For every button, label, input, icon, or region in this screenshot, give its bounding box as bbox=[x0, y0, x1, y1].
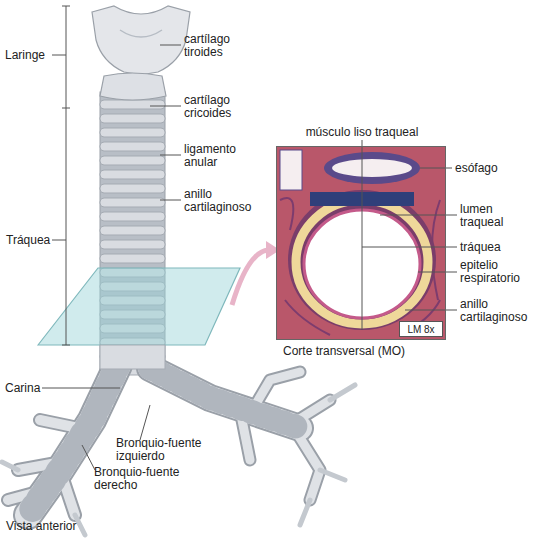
part-label: ligamento anular bbox=[184, 143, 254, 169]
cartilage-ring bbox=[100, 184, 165, 193]
micrograph-inset: Corte transversal (MO)LM 8x bbox=[276, 146, 446, 340]
part-label: cartílago cricoides bbox=[184, 94, 248, 120]
inset-caption: Corte transversal (MO) bbox=[283, 345, 405, 358]
esophagus-wall bbox=[324, 152, 420, 184]
cartilage-ring bbox=[100, 240, 165, 249]
thyroid-cartilage bbox=[92, 6, 190, 77]
cartilage-ring bbox=[100, 212, 165, 221]
esophagus-lumen bbox=[332, 159, 412, 177]
bronchial-tree bbox=[2, 365, 355, 535]
part-label: anillo cartilaginoso bbox=[184, 188, 254, 214]
cartilage-ring bbox=[100, 156, 165, 165]
trachea-lower bbox=[100, 345, 165, 369]
cartilage-ring bbox=[100, 226, 165, 235]
vessel bbox=[280, 150, 302, 190]
part-label: epitelio respiratorio bbox=[460, 259, 533, 285]
part-label: anillo cartilaginoso bbox=[460, 298, 533, 324]
leader-lines bbox=[42, 6, 457, 470]
cartilage-ring bbox=[100, 142, 165, 151]
thyroid-shading bbox=[120, 30, 162, 37]
cartilage-ring bbox=[100, 100, 165, 109]
magnification-label: LM 8x bbox=[407, 324, 434, 335]
magnification-box: LM 8x bbox=[399, 321, 443, 337]
cartilage-ring bbox=[100, 128, 165, 137]
part-label: cartílago tiroides bbox=[184, 33, 248, 59]
part-label: Bronquio-fuente izquierdo bbox=[116, 437, 216, 463]
cartilage-ring bbox=[100, 114, 165, 123]
part-label: Carina bbox=[5, 382, 55, 395]
cartilage-ring bbox=[100, 254, 165, 263]
section-arrow bbox=[232, 250, 268, 305]
part-label: Laringe bbox=[5, 49, 65, 62]
part-label: lumen traqueal bbox=[460, 203, 522, 229]
micrograph-background bbox=[276, 146, 446, 340]
part-label: Tráquea bbox=[6, 234, 66, 247]
cartilage-ring bbox=[100, 198, 165, 207]
part-label: tráquea bbox=[460, 241, 530, 254]
part-label: Vista anterior bbox=[6, 520, 106, 533]
part-label: esófago bbox=[455, 162, 525, 175]
part-label: músculo liso traqueal bbox=[297, 126, 427, 139]
cartilage-ring bbox=[100, 170, 165, 179]
part-label: Bronquio-fuente derecho bbox=[94, 466, 194, 492]
section-plane bbox=[38, 268, 240, 345]
cricoid-cartilage bbox=[100, 73, 166, 100]
